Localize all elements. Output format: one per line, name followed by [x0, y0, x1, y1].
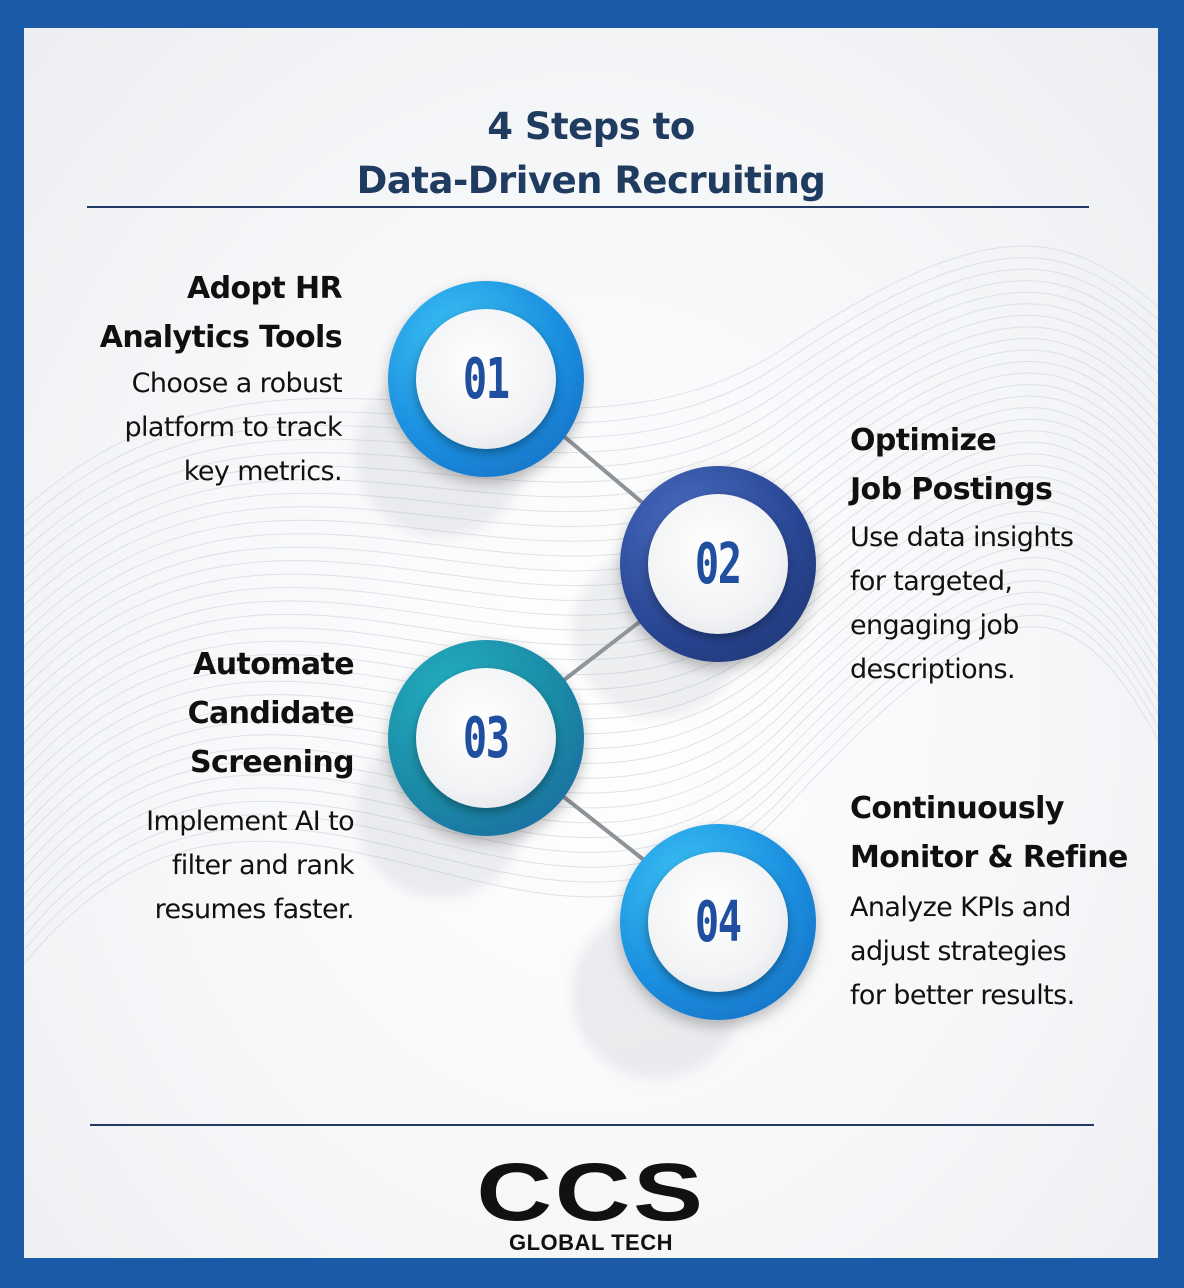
wave-line [24, 303, 1158, 579]
wave-line [24, 487, 1158, 800]
top-divider [87, 206, 1089, 208]
step-1-title: Adopt HR Analytics Tools [60, 264, 343, 362]
step-3-title-line: Screening [190, 745, 355, 780]
step-3-title: Automate Candidate Screening [60, 640, 355, 787]
step-4-number: 04 [695, 889, 742, 955]
step-3-title-line: Candidate [187, 696, 355, 731]
wave-line [24, 257, 1158, 524]
step-3-desc-line: resumes faster. [154, 894, 355, 925]
step-2-desc-line: Use data insights [850, 522, 1074, 553]
step-4-desc-line: Analyze KPIs and [850, 892, 1071, 923]
wave-line [24, 280, 1158, 552]
title-line-2: Data-Driven Recruiting [356, 159, 826, 202]
step-3-number: 03 [463, 705, 510, 771]
bottom-divider [90, 1124, 1094, 1126]
step-1-title-line: Analytics Tools [99, 320, 343, 355]
wave-line [24, 522, 1158, 841]
step-2-desc-line: descriptions. [850, 654, 1016, 685]
wave-line [24, 464, 1158, 772]
step-3-title-line: Automate [193, 647, 355, 682]
wave-line [24, 568, 1158, 896]
step-1-description: Choose a robust platform to track key me… [60, 362, 342, 494]
step-4-ring: 04 [620, 824, 816, 1020]
step-4-title: Continuously Monitor & Refine [850, 784, 1150, 882]
step-2-title: Optimize Job Postings [850, 416, 1150, 514]
step-1-desc-line: key metrics. [183, 456, 343, 487]
step-4-desc-line: adjust strategies [850, 936, 1067, 967]
step-1-title-line: Adopt HR [187, 271, 343, 306]
step-1-number: 01 [463, 346, 510, 412]
step-2-title-line: Job Postings [850, 472, 1053, 507]
wave-line [24, 268, 1158, 538]
step-3-badge: 03 [416, 668, 556, 808]
step-2-description: Use data insights for targeted, engaging… [850, 516, 1150, 692]
step-2-number: 02 [695, 531, 742, 597]
wave-line [24, 245, 1158, 510]
step-3-ring: 03 [388, 640, 584, 836]
step-4-description: Analyze KPIs and adjust strategies for b… [850, 886, 1150, 1018]
wave-line [24, 534, 1158, 855]
wave-line [24, 291, 1158, 566]
step-3-description: Implement AI to filter and rank resumes … [60, 800, 354, 932]
step-4-badge: 04 [648, 852, 788, 992]
step-2-desc-line: engaging job [850, 610, 1019, 641]
wave-line [24, 476, 1158, 786]
wave-line [24, 557, 1158, 883]
step-4-title-line: Continuously [850, 791, 1064, 826]
step-3-desc-line: Implement AI to [146, 806, 354, 837]
wave-line [24, 580, 1158, 910]
step-2-desc-line: for targeted, [850, 566, 1013, 597]
company-logo: CCS GLOBAL TECH [24, 1147, 1158, 1255]
step-4-desc-line: for better results. [850, 980, 1075, 1011]
step-1-desc-line: platform to track [124, 412, 342, 443]
step-3-desc-line: filter and rank [171, 850, 355, 881]
title-line-1: 4 Steps to [487, 105, 695, 148]
step-1-ring: 01 [388, 281, 584, 477]
step-1-desc-line: Choose a robust [131, 368, 343, 399]
logo-wordmark: CCS [476, 1147, 706, 1238]
page-title: 4 Steps to Data-Driven Recruiting [24, 100, 1158, 208]
wave-line [24, 499, 1158, 814]
step-4-title-line: Monitor & Refine [850, 840, 1128, 875]
wave-line [24, 510, 1158, 828]
infographic-panel: 4 Steps to Data-Driven Recruiting 01 Ado… [24, 28, 1158, 1258]
step-2-ring: 02 [620, 466, 816, 662]
step-2-title-line: Optimize [850, 423, 997, 458]
step-2-badge: 02 [648, 494, 788, 634]
logo-tagline: GLOBAL TECH [509, 1230, 673, 1255]
step-1-badge: 01 [416, 309, 556, 449]
wave-line [24, 545, 1158, 869]
